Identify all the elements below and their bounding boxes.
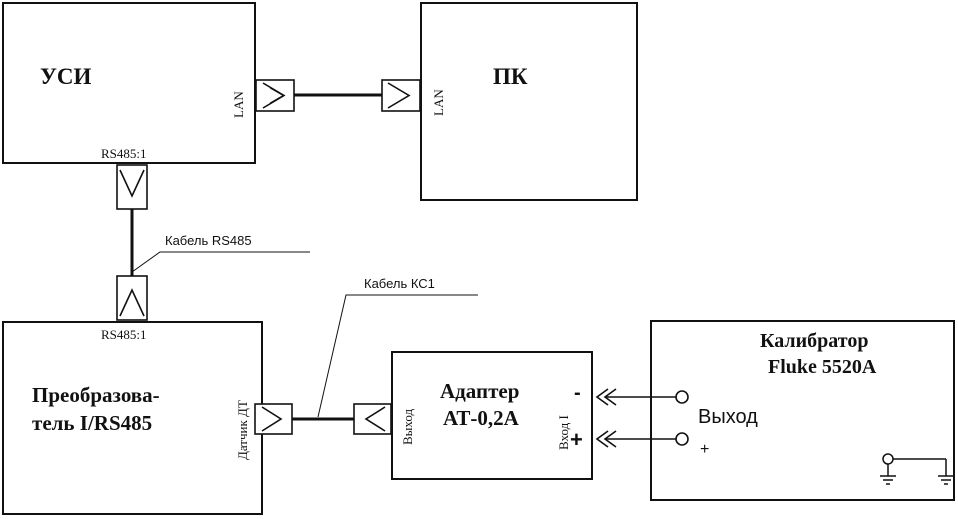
usi-lan-label: LAN (231, 91, 246, 118)
pc-title: ПК (493, 64, 528, 89)
pc-lan-connector (381, 79, 421, 112)
usi-lan-connector-chevron-inner (269, 87, 285, 104)
usi-rs485-connector-chevron (119, 169, 145, 198)
usi-lan-connector (255, 79, 295, 112)
adapter-plus-label: + (570, 427, 583, 452)
calibrator-plus-terminal (675, 432, 689, 446)
adapter-out-connector-chevron (364, 406, 386, 432)
ground-icon (880, 453, 896, 485)
converter-title-line2: тель I/RS485 (32, 411, 152, 435)
kc1-cable-label: Кабель КС1 (364, 276, 435, 291)
usi-rs485-connector (116, 164, 148, 210)
kc1-cable-leader (317, 294, 478, 418)
plus-wire-chevron-outer (595, 430, 609, 448)
converter-block: RS485:1 Преобразова- тель I/RS485 Датчик… (2, 321, 263, 515)
current-wires (595, 388, 676, 448)
lan-link (255, 79, 421, 112)
adapter-box (391, 351, 593, 480)
calibrator-box (650, 320, 955, 501)
adapter-title-line1: Адаптер (440, 379, 519, 403)
adapter-block: Адаптер АТ-0,2А Выход Вход I - + (391, 351, 593, 480)
external-ground-icon (938, 459, 954, 485)
pc-lan-label: LAN (431, 89, 446, 116)
kc1-link: Кабель КС1 (254, 276, 478, 435)
converter-rs485-connector-chevron (119, 288, 145, 317)
usi-rs485-label: RS485:1 (101, 146, 147, 161)
adapter-out-connector (353, 403, 392, 435)
adapter-title-line2: АТ-0,2А (443, 406, 520, 430)
adapter-out-label: Выход (400, 408, 415, 445)
rs485-cable-label: Кабель RS485 (165, 233, 252, 248)
converter-sensor-label: Датчик ДТ (235, 400, 250, 460)
converter-sensor-connector-chevron (261, 406, 283, 432)
adapter-in-label: Вход I (556, 415, 571, 450)
rs485-link: Кабель RS485 (116, 164, 310, 321)
usi-block: УСИ LAN RS485:1 (2, 2, 256, 164)
pc-lan-connector-chevron (387, 82, 411, 109)
converter-rs485-label: RS485:1 (101, 327, 147, 342)
calibrator-plus-label: + (700, 441, 709, 458)
adapter-minus-label: - (574, 382, 581, 404)
rs485-cable-leader (131, 251, 310, 273)
converter-sensor-connector (254, 403, 293, 435)
pc-box (420, 2, 638, 201)
calibrator-output-label: Выход (698, 406, 758, 428)
pc-block: ПК LAN (420, 2, 638, 201)
usi-box (2, 2, 256, 164)
calibrator-title-line1: Калибратор (760, 330, 868, 352)
minus-wire-chevron-outer (595, 388, 609, 406)
calibrator-minus-terminal (675, 390, 689, 404)
calibrator-title-line2: Fluke 5520A (768, 356, 877, 378)
converter-title-line1: Преобразова- (32, 383, 160, 407)
calibrator-block: Калибратор Fluke 5520A Выход + (650, 320, 955, 501)
usi-title: УСИ (40, 64, 91, 89)
